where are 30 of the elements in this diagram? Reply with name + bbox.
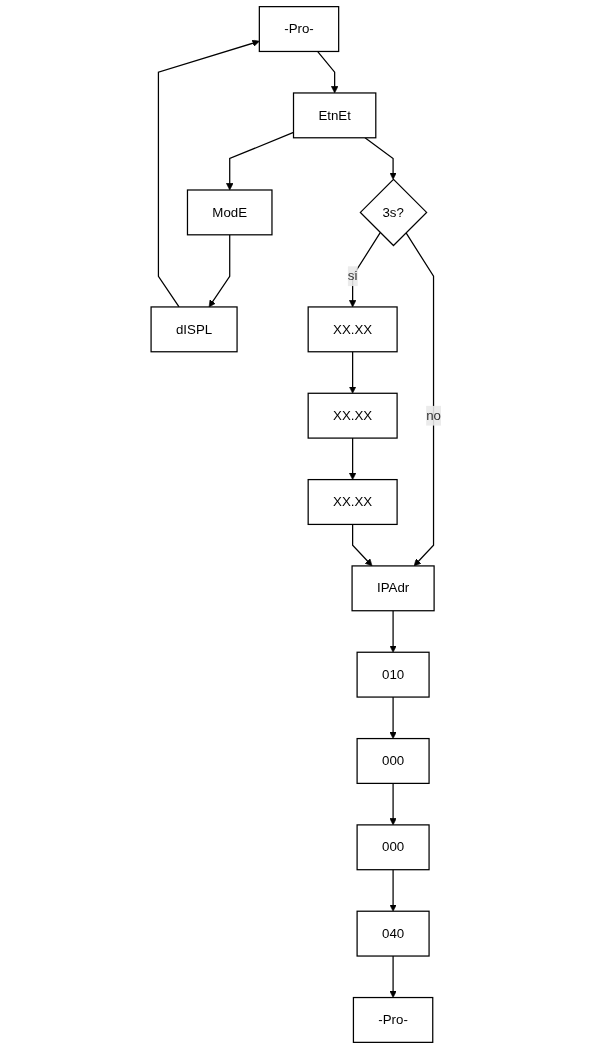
- node-box: 000: [356, 737, 430, 784]
- node-box: 010: [356, 651, 430, 698]
- arrow: [389, 610, 397, 653]
- arrow: [389, 696, 397, 739]
- edge-label: si: [347, 268, 358, 283]
- node-box: XX.XX: [307, 392, 398, 439]
- arrow: [389, 869, 397, 912]
- arrow: [389, 782, 397, 826]
- arrow: [208, 234, 231, 308]
- arrow: [405, 232, 435, 567]
- node-box: XX.XX: [307, 478, 398, 526]
- arrow: [349, 232, 381, 308]
- arrow: [352, 523, 373, 567]
- node-box: dISPL: [150, 306, 238, 353]
- arrow: [316, 50, 339, 94]
- node-box: XX.XX: [307, 306, 398, 353]
- arrow: [349, 437, 357, 480]
- node-box: IPAdr: [351, 565, 435, 612]
- edge-label: no: [426, 408, 441, 423]
- arrow: [157, 39, 260, 308]
- node-box: EtnEt: [292, 92, 377, 139]
- node-box: -Pro-: [258, 6, 340, 53]
- arrow: [389, 955, 397, 998]
- node-diamond: 3s?: [359, 178, 428, 247]
- node-box: 040: [356, 910, 430, 957]
- node-box: ModE: [186, 189, 273, 236]
- arrow: [364, 137, 397, 180]
- arrow: [349, 351, 357, 394]
- node-box: -Pro-: [352, 996, 434, 1043]
- node-box: 000: [356, 824, 430, 871]
